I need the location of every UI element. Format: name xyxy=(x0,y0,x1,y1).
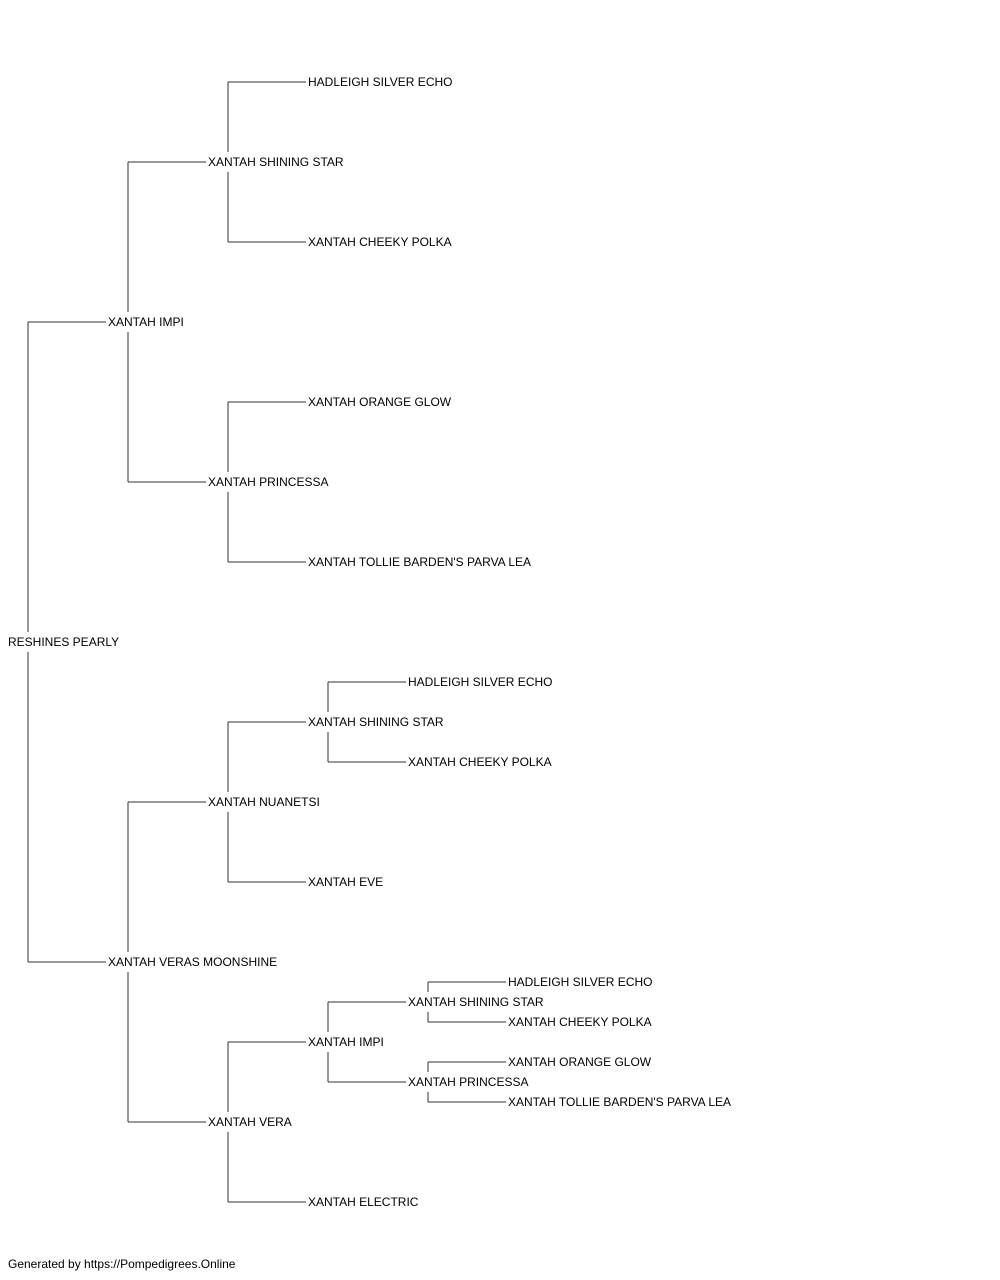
pedigree-node-label: XANTAH VERAS MOONSHINE xyxy=(108,955,277,969)
pedigree-node-label: XANTAH ORANGE GLOW xyxy=(308,395,452,409)
pedigree-node-label: XANTAH PRINCESSA xyxy=(208,475,328,489)
pedigree-node-label: HADLEIGH SILVER ECHO xyxy=(308,75,452,89)
pedigree-node-label: XANTAH ELECTRIC xyxy=(308,1195,419,1209)
pedigree-node-label: XANTAH CHEEKY POLKA xyxy=(508,1015,652,1029)
pedigree-node-label: XANTAH TOLLIE BARDEN'S PARVA LEA xyxy=(508,1095,731,1109)
pedigree-node-label: XANTAH NUANETSI xyxy=(208,795,320,809)
pedigree-node-label: XANTAH PRINCESSA xyxy=(408,1075,528,1089)
footer-credit: Generated by https://Pompedigrees.Online xyxy=(8,1257,236,1271)
pedigree-node-label: XANTAH ORANGE GLOW xyxy=(508,1055,652,1069)
pedigree-node-label: XANTAH CHEEKY POLKA xyxy=(308,235,452,249)
pedigree-node-label: XANTAH EVE xyxy=(308,875,383,889)
pedigree-node-label: XANTAH IMPI xyxy=(308,1035,384,1049)
pedigree-node-label: XANTAH SHINING STAR xyxy=(208,155,344,169)
pedigree-node-label: RESHINES PEARLY xyxy=(8,635,119,649)
pedigree-node-label: XANTAH SHINING STAR xyxy=(308,715,444,729)
pedigree-node-label: XANTAH VERA xyxy=(208,1115,292,1129)
pedigree-node-label: HADLEIGH SILVER ECHO xyxy=(408,675,552,689)
pedigree-node-label: HADLEIGH SILVER ECHO xyxy=(508,975,652,989)
pedigree-node-label: XANTAH TOLLIE BARDEN'S PARVA LEA xyxy=(308,555,531,569)
pedigree-node-label: XANTAH IMPI xyxy=(108,315,184,329)
pedigree-node-label: XANTAH CHEEKY POLKA xyxy=(408,755,552,769)
pedigree-node-label: XANTAH SHINING STAR xyxy=(408,995,544,1009)
